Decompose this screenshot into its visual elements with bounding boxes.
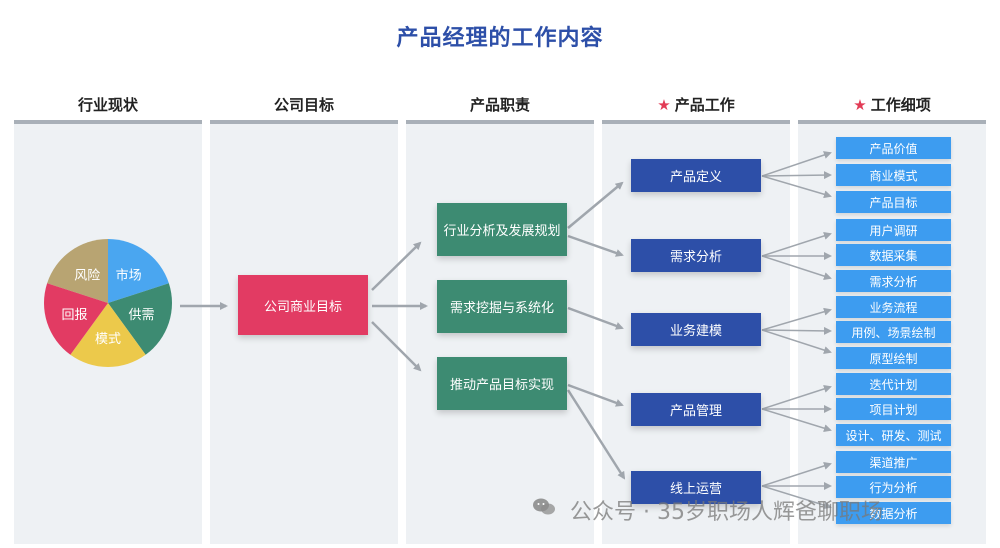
responsibility-label: 行业分析及发展规划 xyxy=(443,224,561,239)
column-bar xyxy=(210,120,398,124)
arrow xyxy=(761,175,832,199)
arrow xyxy=(761,485,832,510)
pie-label: 回报 xyxy=(62,308,88,323)
watermark-text: 公众号 · 35岁职场人辉爸聊职场 xyxy=(570,500,883,525)
work-box: 产品管理 xyxy=(631,393,761,426)
watermark: 公众号 · 35岁职场人辉爸聊职场 xyxy=(540,494,883,526)
detail-item: 产品价值 xyxy=(836,137,951,159)
pie-label: 风险 xyxy=(74,269,100,284)
pie-slice xyxy=(108,239,169,303)
column-bar xyxy=(406,120,594,124)
work-box: 线上运营 xyxy=(631,471,761,504)
column-header-label: 公司目标 xyxy=(273,96,334,114)
detail-item: 项目计划 xyxy=(836,398,951,420)
column-header-label: 产品职责 xyxy=(469,96,530,114)
pie-label: 模式 xyxy=(95,332,121,347)
detail-item: 迭代计划 xyxy=(836,373,951,395)
work-label: 产品定义 xyxy=(669,170,722,185)
star-icon: ★ xyxy=(853,96,867,114)
arrow xyxy=(761,462,832,487)
responsibility-box: 推动产品目标实现 xyxy=(437,357,567,410)
detail-item: 原型绘制 xyxy=(836,347,951,369)
column-header-industry: 行业现状 xyxy=(14,94,202,115)
pie-slice xyxy=(47,239,108,303)
arrow xyxy=(761,151,832,177)
arrow xyxy=(761,385,832,410)
work-label: 业务建模 xyxy=(669,324,722,339)
work-label: 产品管理 xyxy=(669,404,722,419)
arrow xyxy=(761,307,832,331)
arrow xyxy=(761,329,832,354)
arrow xyxy=(567,383,624,407)
column-header-label: 行业现状 xyxy=(77,96,138,114)
detail-item: 用户调研 xyxy=(836,219,951,241)
arrow xyxy=(761,171,832,180)
detail-item: 用例、场景绘制 xyxy=(836,321,951,343)
wechat-icon xyxy=(533,498,555,515)
responsibility-box: 行业分析及发展规划 xyxy=(437,203,567,256)
column-header-responsibility: 产品职责 xyxy=(406,94,594,115)
pie-slice xyxy=(108,283,172,355)
detail-item: 设计、研发、测试 xyxy=(836,424,951,446)
arrow xyxy=(371,321,422,372)
detail-item: 行为分析 xyxy=(836,476,951,498)
arrow xyxy=(567,181,624,229)
arrow xyxy=(567,306,624,330)
pie-slice xyxy=(70,303,146,367)
arrow xyxy=(761,255,832,280)
column-bar xyxy=(602,120,790,124)
detail-item: 产品目标 xyxy=(836,191,951,213)
work-box: 产品定义 xyxy=(631,159,761,192)
column-bar xyxy=(14,120,202,124)
work-box: 业务建模 xyxy=(631,313,761,346)
arrow xyxy=(371,241,422,291)
pie-label: 市场 xyxy=(116,268,142,284)
work-box: 需求分析 xyxy=(631,239,761,272)
detail-item: 数据分析 xyxy=(836,502,951,524)
company-goal-label: 公司商业目标 xyxy=(263,299,342,315)
responsibility-box: 需求挖掘与系统化 xyxy=(437,280,567,333)
column-header-company: 公司目标 xyxy=(210,94,398,115)
detail-item: 商业模式 xyxy=(836,164,951,186)
column-bar xyxy=(798,120,986,124)
arrow xyxy=(566,389,626,480)
detail-item: 渠道推广 xyxy=(836,451,951,473)
column-bg-responsibility xyxy=(406,124,594,544)
responsibility-label: 需求挖掘与系统化 xyxy=(449,301,554,316)
detail-item: 需求分析 xyxy=(836,270,951,292)
pie-label: 供需 xyxy=(128,308,154,323)
responsibility-label: 推动产品目标实现 xyxy=(449,378,554,393)
column-header-work: ★产品工作 xyxy=(602,94,790,115)
arrow xyxy=(567,234,624,257)
arrow xyxy=(761,232,832,257)
column-header-label: 工作细项 xyxy=(870,96,931,114)
column-header-label: 产品工作 xyxy=(674,96,735,114)
star-icon: ★ xyxy=(657,96,671,114)
pie-slice xyxy=(44,283,108,355)
column-header-details: ★工作细项 xyxy=(798,94,986,115)
arrow xyxy=(761,408,832,433)
company-goal-box: 公司商业目标 xyxy=(238,275,368,335)
work-label: 线上运营 xyxy=(669,482,722,497)
detail-item: 数据采集 xyxy=(836,244,951,266)
detail-item: 业务流程 xyxy=(836,296,951,318)
arrow xyxy=(761,326,832,335)
work-label: 需求分析 xyxy=(669,250,722,265)
page-title: 产品经理的工作内容 xyxy=(396,26,604,51)
